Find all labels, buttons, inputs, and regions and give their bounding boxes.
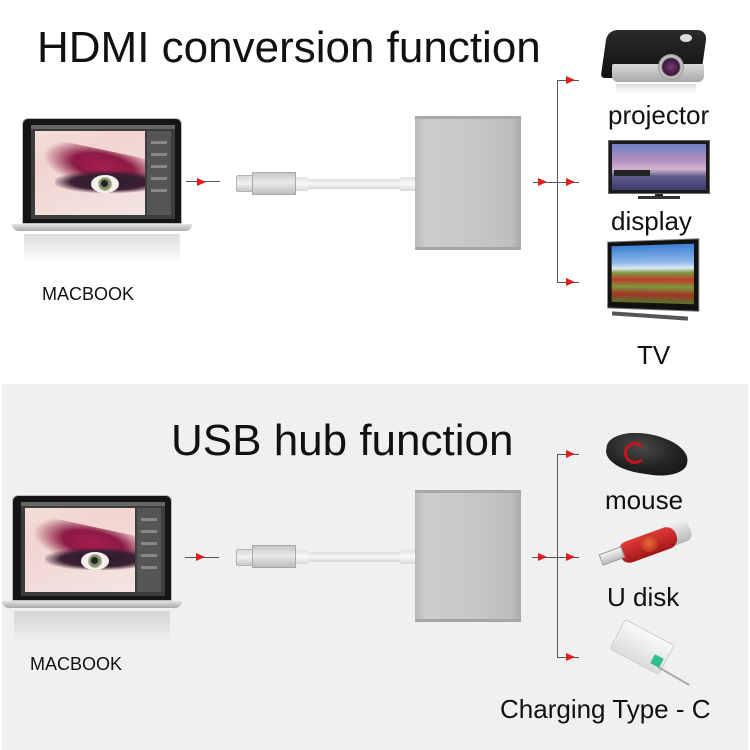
macbook-label: MACBOOK — [30, 654, 123, 674]
arrow-right-icon — [566, 278, 575, 286]
arrow-right-icon — [538, 178, 547, 186]
arrow-right-icon — [566, 653, 575, 661]
arrow-right-icon — [566, 450, 575, 458]
output-label-projector: projector — [608, 100, 710, 130]
charger-icon — [609, 618, 700, 686]
bracket-line — [557, 80, 558, 283]
arrow-right-icon — [197, 178, 206, 186]
cable-collar — [296, 177, 308, 191]
usb-c-plug-housing — [252, 545, 296, 568]
projector-icon — [598, 18, 713, 98]
usb-section-title: USB hub function — [171, 416, 514, 465]
arrow-right-icon — [566, 76, 575, 84]
output-label-tv: TV — [637, 340, 671, 370]
usb-c-plug-housing — [252, 172, 296, 195]
cable-collar — [400, 550, 415, 564]
hub-body — [415, 490, 521, 622]
arrow-right-icon — [196, 553, 205, 561]
output-label-u-disk: U disk — [607, 582, 680, 612]
monitor-icon — [608, 140, 710, 202]
arrow-right-icon — [538, 553, 547, 561]
hdmi-section-title: HDMI conversion function — [37, 23, 541, 72]
tv-icon — [604, 238, 700, 324]
output-label-charging-type-c: Charging Type - C — [500, 694, 711, 724]
mouse-icon — [602, 428, 692, 480]
cable — [308, 552, 400, 562]
cable — [308, 179, 400, 189]
output-label-display: display — [611, 206, 692, 236]
cable-collar — [296, 550, 308, 564]
macbook-label: MACBOOK — [42, 284, 135, 304]
hub-body — [415, 116, 521, 250]
usb-flash-drive-icon — [598, 518, 700, 570]
bracket-line — [557, 454, 558, 658]
macbook-laptop-image — [12, 118, 192, 268]
arrow-right-icon — [566, 178, 575, 186]
arrow-right-icon — [566, 553, 575, 561]
cable-collar — [400, 177, 415, 191]
output-label-mouse: mouse — [605, 485, 684, 515]
macbook-laptop-image — [2, 495, 182, 645]
